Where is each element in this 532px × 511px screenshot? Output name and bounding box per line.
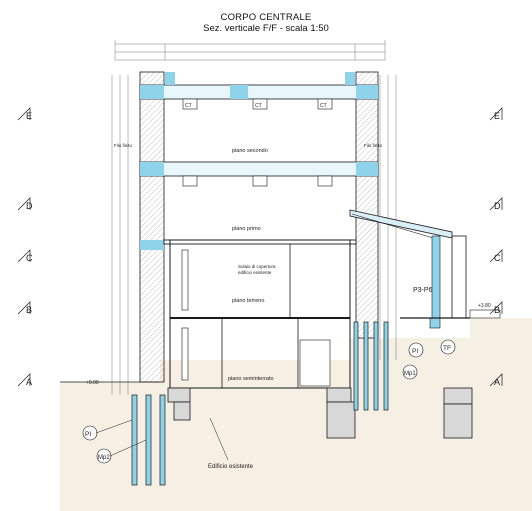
mp2-marker	[96, 448, 112, 464]
filo-finito-right: Filo finito	[364, 143, 383, 148]
level-marker-right-d: D	[494, 201, 501, 211]
left-dimension-lines	[111, 75, 129, 395]
roof-parapet-right	[345, 72, 355, 85]
level-marker-left-a: A	[26, 377, 32, 387]
micropiles-left	[131, 394, 166, 486]
floor-label-basement: piano seminterrato	[228, 376, 274, 382]
solaio-note-line1: Solaio di copertura	[238, 264, 276, 269]
roof-beam-middle	[230, 85, 248, 99]
level-markers-right	[489, 107, 503, 387]
floor-label-first: piano primo	[232, 226, 261, 232]
existing-building-leader	[209, 417, 229, 461]
second-slab-beam-left	[140, 162, 164, 176]
roof-beam-left	[140, 85, 164, 99]
mp2-leader	[109, 439, 147, 457]
top-dimension-lines	[114, 40, 386, 61]
label-existing-building: Edificio esistente	[208, 464, 254, 470]
level-marker-right-e: E	[494, 111, 500, 121]
existing-building-frame	[169, 239, 351, 389]
level-marker-left-e: E	[26, 111, 32, 121]
pi-left-leader	[95, 419, 133, 434]
level-marker-left-d: D	[26, 201, 33, 211]
ct-label-3: CT	[320, 103, 327, 109]
roof-slab	[139, 84, 379, 100]
micropiles-right	[353, 321, 389, 411]
ct-label-1: CT	[185, 103, 192, 109]
floor-label-ground: piano terreno	[232, 298, 264, 304]
label-mp2: Mp2	[98, 455, 110, 461]
label-pi-left: PI	[85, 431, 91, 438]
ct-label-2: CT	[255, 103, 262, 109]
first-slab-beam-left	[140, 240, 164, 250]
roof-beam-right	[356, 85, 378, 99]
elevation-left: +0.00	[86, 380, 99, 386]
level-marker-right-c: C	[494, 253, 501, 263]
right-extension	[349, 209, 501, 329]
label-pi-right: PI	[412, 348, 418, 355]
second-floor-slab	[139, 161, 379, 177]
first-floor-slab	[163, 239, 357, 245]
floor-label-second: piano secondo	[232, 148, 268, 154]
second-ct-elements	[182, 175, 333, 187]
level-marker-left-b: B	[26, 305, 32, 315]
mp1-marker	[402, 364, 418, 380]
tf-marker	[440, 339, 456, 355]
pi-right-marker	[408, 342, 424, 358]
right-exterior-wall	[355, 71, 379, 339]
level-markers-left	[17, 107, 31, 387]
roof-ct-elements	[182, 98, 333, 110]
level-marker-right-a: A	[494, 377, 500, 387]
filo-finito-left: Filo finito	[114, 143, 133, 148]
drawing-subtitle: Sez. verticale F/F - scala 1:50	[203, 23, 329, 34]
second-slab-beam-right	[356, 162, 378, 176]
elevation-right: +3.80	[478, 303, 491, 309]
drawing-title: CORPO CENTRALE	[220, 12, 312, 23]
left-exterior-wall	[139, 71, 165, 383]
solaio-note-line2: edificio esistente	[238, 270, 272, 275]
label-tf: TF	[443, 345, 451, 352]
level-marker-right-b: B	[494, 305, 500, 315]
level-marker-left-c: C	[26, 253, 33, 263]
label-mp1: Mp1	[404, 371, 416, 377]
pi-left-marker	[82, 425, 98, 441]
foundations	[167, 387, 473, 439]
roof-parapet-left	[165, 72, 175, 85]
label-p3-p6: P3-P6	[413, 287, 433, 294]
